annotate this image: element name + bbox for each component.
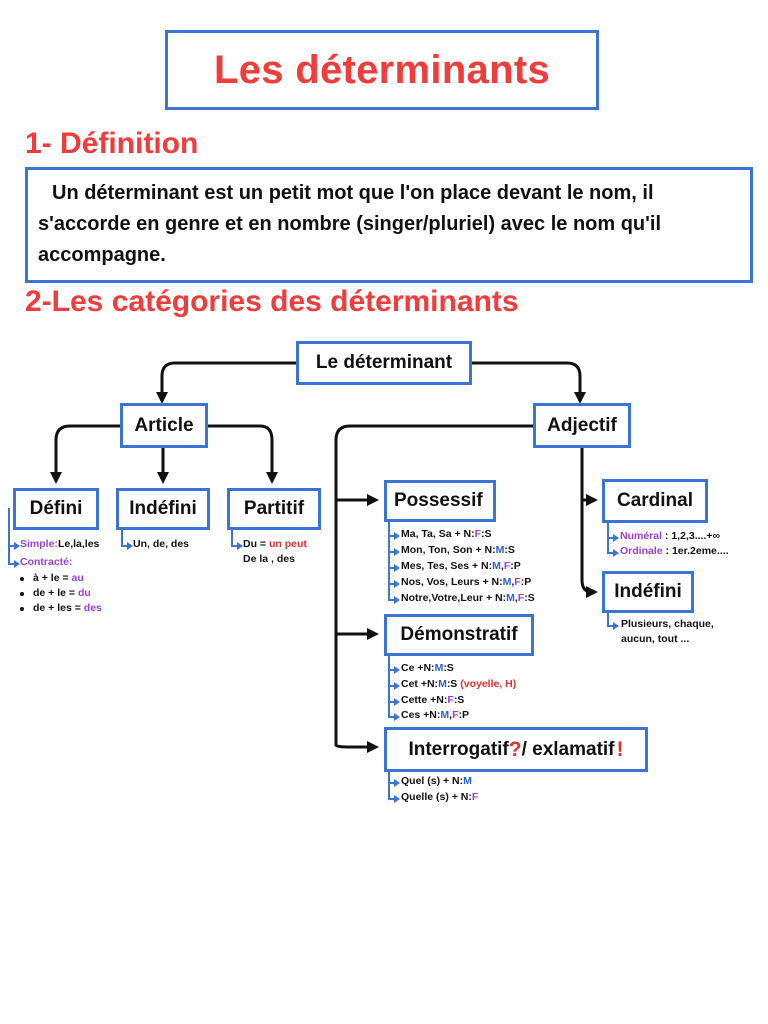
node-le-determinant: Le déterminant <box>296 341 472 385</box>
node-indefini-adjectif: Indéfini <box>602 571 694 613</box>
arrow-icon <box>388 548 400 556</box>
node-defini: Défini <box>13 488 99 530</box>
interrogatif-label: Interrogatif <box>408 738 509 760</box>
section-categories-heading: 2-Les catégories des déterminants <box>25 285 519 318</box>
possessif-item: Notre,Votre,Leur + N:M,F:S <box>401 592 535 604</box>
possessif-item: Mon, Ton, Son + N:M:S <box>401 544 515 556</box>
arrow-icon <box>388 564 400 572</box>
node-indefini-article: Indéfini <box>116 488 210 530</box>
arrow-icon <box>607 549 619 557</box>
contracte-item: de + les = des <box>33 602 102 614</box>
partitif-line2: De la , des <box>243 553 295 565</box>
arrow-icon <box>388 532 400 540</box>
exclamation-mark-icon: ! <box>616 737 624 761</box>
arrow-icon <box>8 542 20 550</box>
definition-text: Un déterminant est un petit mot que l'on… <box>38 182 662 266</box>
demonstratif-item: Ce +N:M:S <box>401 662 454 674</box>
cardinal-numeral: Numéral : 1,2,3....+∞ <box>620 530 720 542</box>
definition-box: Un déterminant est un petit mot que l'on… <box>25 167 753 283</box>
indefini-items: Un, de, des <box>133 538 190 550</box>
interrogatif-item: Quelle (s) + N:F <box>401 791 479 803</box>
possessif-bracket <box>388 522 390 600</box>
contracte-item: à + le = au <box>33 572 84 584</box>
demonstratif-item: Cette +N:F:S <box>401 694 465 706</box>
possessif-item: Nos, Vos, Leurs + N:M,F:P <box>401 576 532 588</box>
interrogatif-item: Quel (s) + N:M <box>401 775 472 787</box>
node-cardinal: Cardinal <box>602 479 708 523</box>
node-adjectif: Adjectif <box>533 403 631 448</box>
partitif-line1: Du = un peut <box>243 538 307 550</box>
interrogatif-bracket <box>388 772 390 799</box>
partitif-bracket <box>231 530 233 546</box>
defini-contracte-label: Contracté: <box>20 556 73 568</box>
arrow-icon <box>388 779 400 787</box>
node-partitif: Partitif <box>227 488 321 530</box>
page-title: Les déterminants <box>213 47 550 92</box>
indefini-bracket <box>121 530 123 546</box>
indefini-adj-bracket <box>607 613 609 626</box>
arrow-icon <box>388 795 400 803</box>
possessif-item: Mes, Tes, Ses + N:M,F:P <box>401 560 521 572</box>
arrow-icon <box>388 580 400 588</box>
node-interrogatif: Interrogatif ? / exlamatif ! <box>384 727 648 772</box>
defini-bracket <box>8 508 10 565</box>
node-article: Article <box>120 403 208 448</box>
question-mark-icon: ? <box>508 737 522 761</box>
arrow-icon <box>388 596 400 604</box>
indefini-adj-line2: aucun, tout ... <box>621 633 690 645</box>
arrow-icon <box>388 698 400 706</box>
demonstratif-item: Cet +N:M:S (voyelle, H) <box>401 678 517 690</box>
node-demonstratif: Démonstratif <box>384 614 534 656</box>
arrow-icon <box>607 534 619 542</box>
arrow-icon <box>388 666 400 674</box>
defini-simple: Simple:Le,la,les <box>20 538 100 550</box>
title-box: Les déterminants <box>165 30 599 110</box>
arrow-icon <box>388 682 400 690</box>
section-definition-heading: 1- Définition <box>25 127 199 160</box>
arrow-icon <box>121 542 133 550</box>
indefini-adj-line1: Plusieurs, chaque, <box>621 618 714 630</box>
bullet-icon <box>20 592 24 596</box>
node-possessif: Possessif <box>384 480 496 522</box>
bullet-icon <box>20 607 24 611</box>
contracte-item: de + le = du <box>33 587 91 599</box>
bullet-icon <box>20 577 24 581</box>
possessif-item: Ma, Ta, Sa + N:F:S <box>401 528 492 540</box>
exclamatif-label: / exlamatif <box>521 738 615 760</box>
demonstratif-item: Ces +N:M,F:P <box>401 709 469 721</box>
cardinal-ordinale: Ordinale : 1er.2eme.... <box>620 545 729 557</box>
arrow-icon <box>8 560 20 568</box>
arrow-icon <box>607 622 619 630</box>
arrow-icon <box>388 713 400 721</box>
arrow-icon <box>231 542 243 550</box>
